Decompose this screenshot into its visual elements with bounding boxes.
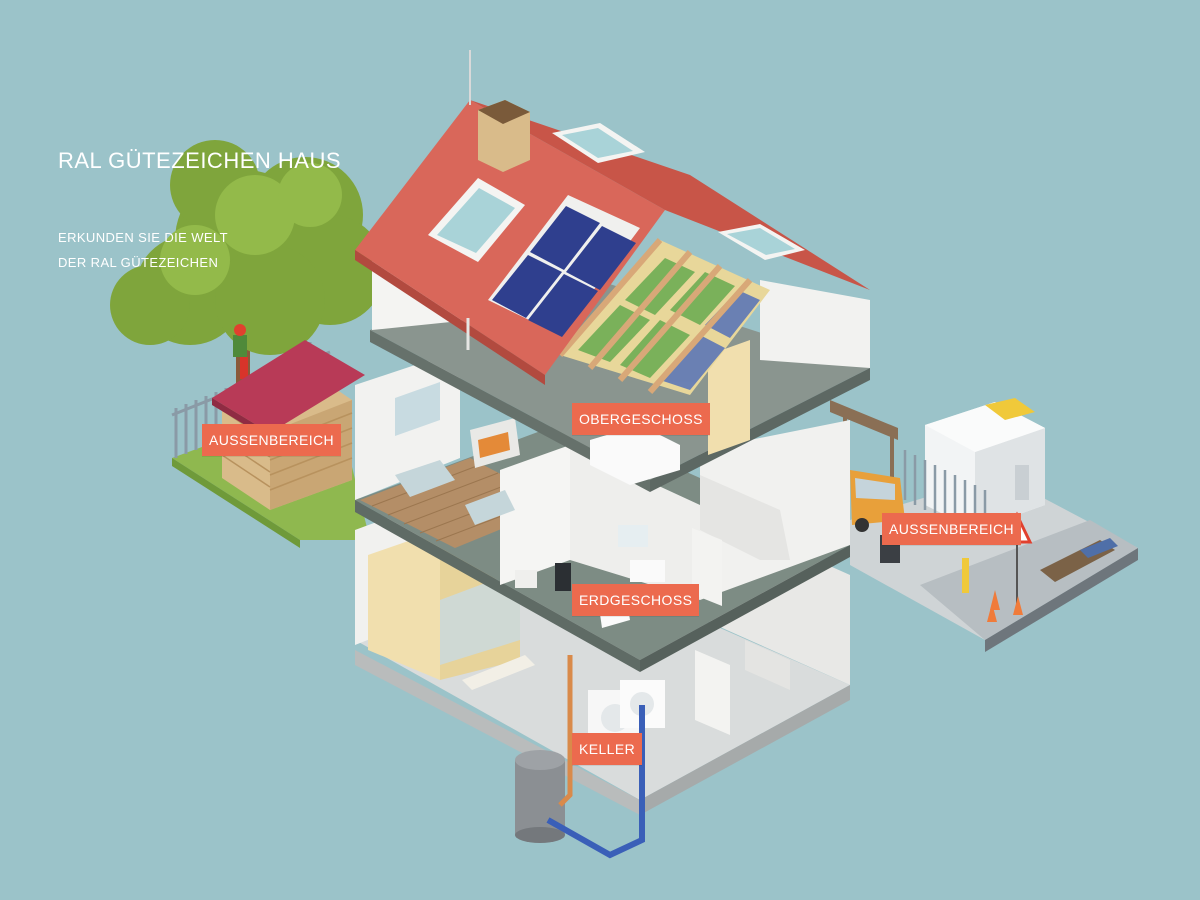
hotspot-keller[interactable]: KELLER: [572, 733, 643, 765]
subtitle-line-2: DER RAL GÜTEZEICHEN: [58, 255, 219, 270]
hotspot-erdgeschoss[interactable]: ERDGESCHOSS: [572, 584, 700, 616]
hotspot-aussenbereich-garden[interactable]: AUSSENBEREICH: [202, 424, 342, 456]
garden-area: [110, 140, 385, 548]
obergeschoss-floor: [355, 50, 870, 492]
subtitle-line-1: ERKUNDEN SIE DIE WELT: [58, 230, 228, 245]
page-title: RAL GÜTEZEICHEN HAUS: [58, 148, 342, 173]
solar-panel-group: [488, 195, 640, 337]
page-subtitle: ERKUNDEN SIE DIE WELT DER RAL GÜTEZEICHE…: [58, 225, 228, 275]
hotspot-obergeschoss[interactable]: OBERGESCHOSS: [572, 403, 710, 435]
hotspot-aussenbereich-street[interactable]: AUSSENBEREICH: [882, 513, 1022, 545]
